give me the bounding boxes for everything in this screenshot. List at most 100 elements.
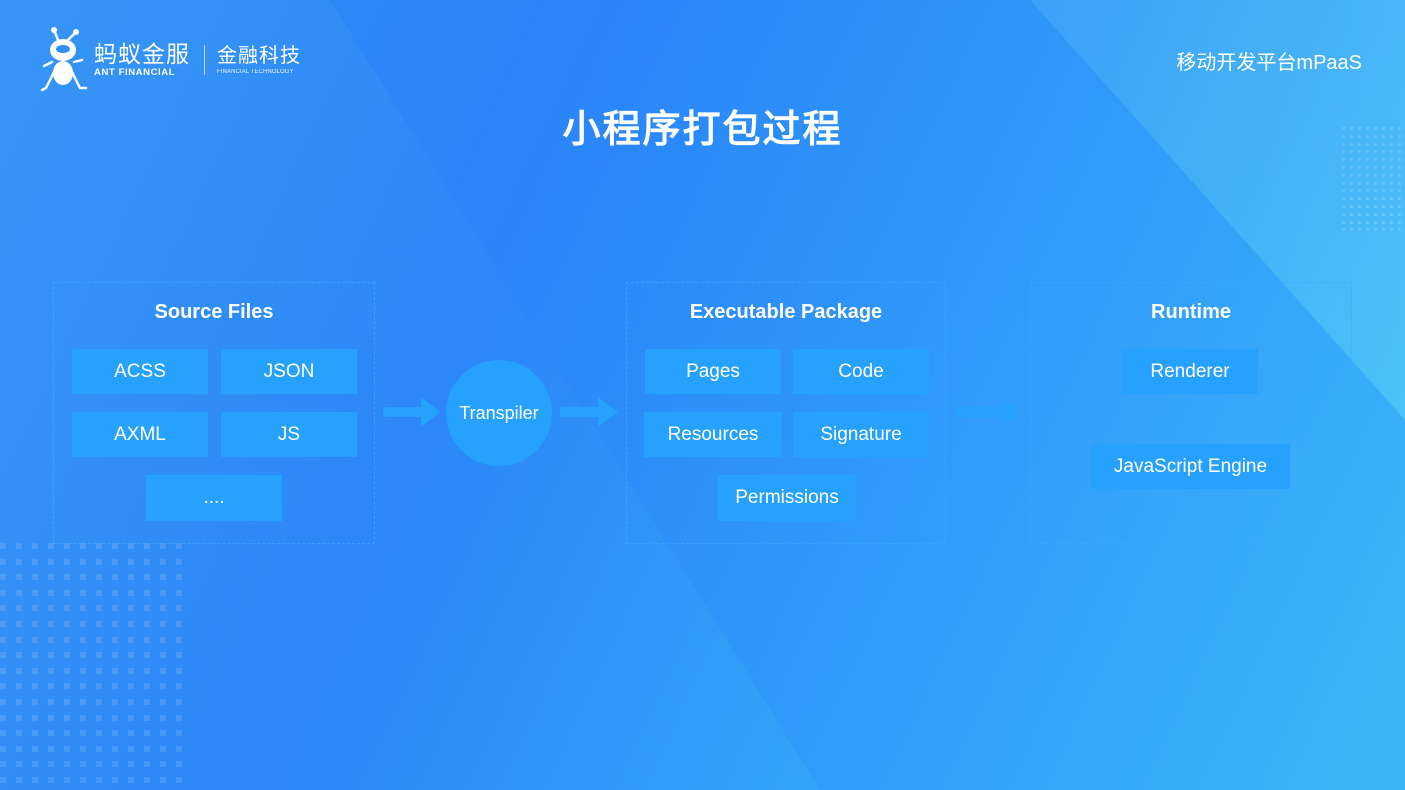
dot <box>48 698 54 705</box>
dot <box>1398 181 1401 185</box>
dot <box>1398 173 1401 177</box>
dot <box>0 683 6 690</box>
dot <box>96 620 102 627</box>
dot <box>144 745 150 752</box>
arrow-right-icon <box>956 397 1020 427</box>
dot <box>1390 173 1393 177</box>
dot <box>144 652 150 659</box>
dot <box>1374 189 1377 193</box>
dot <box>1358 228 1361 232</box>
dot <box>160 574 166 581</box>
dot <box>112 605 118 612</box>
dot <box>1342 204 1345 208</box>
dot <box>48 589 54 596</box>
dot <box>1382 228 1385 232</box>
chip-renderer: Renderer <box>1122 349 1258 394</box>
dot <box>112 745 118 752</box>
dot <box>1358 204 1361 208</box>
dot <box>96 698 102 705</box>
dot <box>96 636 102 643</box>
dot <box>1350 220 1353 224</box>
dot <box>144 589 150 596</box>
dot <box>1374 181 1377 185</box>
dot <box>80 620 86 627</box>
dot <box>1366 165 1369 169</box>
dot <box>0 605 6 612</box>
dot <box>16 589 22 596</box>
dot <box>1374 158 1377 162</box>
dot <box>16 543 22 549</box>
dot <box>80 714 86 721</box>
sub-brand-en: FINANCIAL TECHNOLOGY <box>217 68 294 75</box>
dot <box>64 589 70 596</box>
dot <box>32 683 38 690</box>
dot <box>0 667 6 674</box>
dot <box>160 652 166 659</box>
dot <box>80 558 86 565</box>
dot <box>1342 165 1345 169</box>
dot <box>16 730 22 737</box>
dot <box>1398 158 1401 162</box>
dot <box>1342 181 1345 185</box>
dot <box>96 714 102 721</box>
dot <box>128 698 134 705</box>
dot <box>144 636 150 643</box>
dot <box>16 574 22 581</box>
dot <box>1390 189 1393 193</box>
dot <box>48 714 54 721</box>
dot <box>16 558 22 565</box>
dot <box>176 605 182 612</box>
dot <box>176 558 182 565</box>
dot <box>1342 228 1345 232</box>
dot <box>160 730 166 737</box>
chip-resources: Resources <box>644 412 782 457</box>
dot <box>1350 197 1353 201</box>
dot <box>1342 197 1345 201</box>
dot <box>64 652 70 659</box>
dot <box>48 636 54 643</box>
dot <box>96 683 102 690</box>
dot <box>1374 228 1377 232</box>
dot <box>1342 158 1345 162</box>
dot <box>80 589 86 596</box>
dot <box>1366 158 1369 162</box>
dot <box>1366 212 1369 216</box>
dot <box>1358 158 1361 162</box>
dot <box>1358 181 1361 185</box>
dot <box>0 714 6 721</box>
dot <box>96 776 102 783</box>
dot <box>64 698 70 705</box>
chip-axml: AXML <box>72 412 208 457</box>
dot <box>1398 212 1401 216</box>
dot <box>176 730 182 737</box>
dot <box>128 589 134 596</box>
dot <box>112 589 118 596</box>
dot <box>48 776 54 783</box>
dot <box>48 605 54 612</box>
dot <box>128 652 134 659</box>
dot <box>32 558 38 565</box>
dot <box>32 574 38 581</box>
dot <box>176 714 182 721</box>
transpiler-node: Transpiler <box>446 360 552 466</box>
dot <box>0 730 6 737</box>
dot <box>0 636 6 643</box>
dot <box>176 652 182 659</box>
dot <box>128 605 134 612</box>
dot <box>16 683 22 690</box>
dot <box>1382 158 1385 162</box>
dot <box>160 683 166 690</box>
dot <box>144 761 150 768</box>
dot <box>0 620 6 627</box>
dot <box>128 574 134 581</box>
dot <box>1350 181 1353 185</box>
dot <box>160 776 166 783</box>
dot <box>144 620 150 627</box>
dot <box>160 636 166 643</box>
dot <box>1374 204 1377 208</box>
dot <box>1390 220 1393 224</box>
source-files-group: Source Files ACSS JSON AXML JS .... <box>53 282 375 544</box>
dot <box>1390 158 1393 162</box>
dot <box>48 620 54 627</box>
dot <box>32 543 38 549</box>
